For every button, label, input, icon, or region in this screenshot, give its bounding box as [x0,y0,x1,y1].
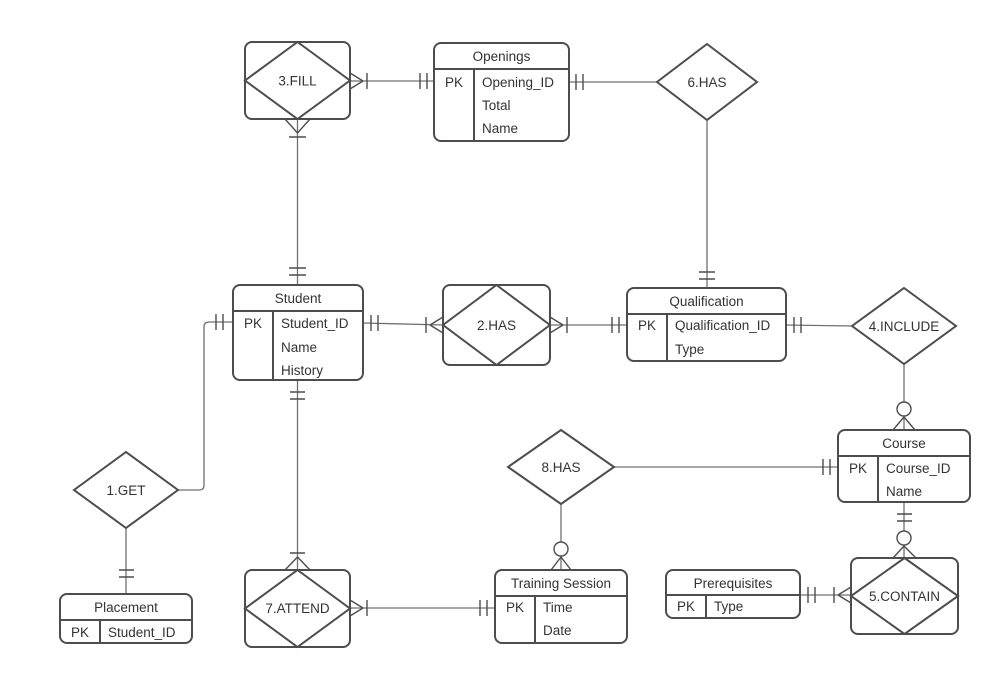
entity-title: Qualification [669,294,743,309]
relationship-label: 1.GET [106,483,145,498]
entity-student: Student PK Student_ID Name History [232,284,364,381]
attribute: Qualification_ID [675,318,771,333]
cardinality-zero-or-many-icon [892,401,916,431]
entity-title: Prerequisites [694,576,773,591]
cardinality-one-or-many-icon [425,316,444,334]
pk-label: PK [677,599,695,614]
relationship-diamond [655,42,759,122]
relationship-label: 5.CONTAIN [869,589,940,604]
entity-training-session: Training Session PK Time Date [494,569,628,644]
cardinality-one-and-only-one-icon [479,600,488,616]
entity-box [59,593,193,644]
relationship-has6: 6.HAS [655,42,759,122]
connector-get-student [178,321,233,491]
attribute: Total [482,98,511,113]
relationship-diamond [850,286,958,366]
pk-label: PK [638,318,656,333]
entity-openings: Openings PK Opening_ID Total Name [433,42,570,142]
relationship-diamond [243,568,352,649]
relationship-get: 1.GET [72,450,180,530]
pk-label: PK [244,316,262,331]
cardinality-one-and-only-one-icon [215,314,224,330]
cardinality-one-and-only-one-icon [289,267,306,276]
attribute: Student_ID [108,625,176,640]
relationship-diamond [72,450,180,530]
entity-qualification: Qualification PK Qualification_ID Type [626,287,787,362]
entity-prerequisites: Prerequisites PK Type [665,569,801,619]
relationship-include: 4.INCLUDE [850,286,958,366]
relationship-contain: 5.CONTAIN [849,556,960,636]
attribute: Time [543,600,573,615]
pk-label: PK [445,75,463,90]
connector-qualification-include [785,324,853,327]
cardinality-one-and-only-one-icon [290,391,305,400]
entity-box [232,284,364,381]
entity-title: Course [882,436,926,451]
relationship-fill: 3.FILL [243,40,352,121]
attribute: Opening_ID [482,75,554,90]
attribute: Student_ID [281,316,349,331]
entity-course: Course PK Course_ID Name [837,429,971,503]
relationship-label: 3.FILL [278,74,317,89]
cardinality-one-and-only-one-icon [370,315,379,331]
relationship-label: 7.ATTEND [265,601,330,616]
relationship-label: 6.HAS [687,75,726,90]
cardinality-one-and-only-one-icon [699,271,715,280]
relationship-label: 8.HAS [541,460,580,475]
cardinality-one-or-many-icon [349,599,368,617]
attribute: Type [714,599,743,614]
relationship-has2: 2.HAS [441,283,552,367]
entity-title: Placement [94,600,158,615]
cardinality-one-and-only-one-icon [897,513,912,522]
cardinality-one-or-many-icon [549,316,568,334]
relationship-label: 4.INCLUDE [869,319,940,334]
attribute: History [281,363,323,378]
cardinality-one-and-only-one-icon [611,317,620,333]
cardinality-one-and-only-one-icon [807,587,816,603]
cardinality-one-and-only-one-icon [575,74,584,90]
relationship-diamond [441,283,552,367]
relationship-diamond [849,556,960,636]
pk-label: PK [71,625,89,640]
entity-box [433,42,570,142]
entity-title: Training Session [511,576,611,591]
cardinality-zero-or-many-icon [892,530,917,559]
entity-placement: Placement PK Student_ID [59,593,193,644]
relationship-diamond [243,40,352,121]
cardinality-symbols [119,72,917,617]
attribute: Course_ID [886,461,951,476]
cardinality-one-and-only-one-icon [119,569,134,578]
entity-box [837,429,971,503]
relationship-attend: 7.ATTEND [243,568,352,649]
attribute: Date [543,623,572,638]
cardinality-one-or-many-icon [349,72,368,90]
relationship-has8: 8.HAS [506,428,616,506]
cardinality-zero-or-many-icon [550,541,572,571]
pk-label: PK [506,600,524,615]
relationship-diamond [506,428,616,506]
cardinality-one-or-many-icon [833,586,852,604]
cardinality-one-or-many-icon [284,552,311,571]
entity-title: Openings [473,49,531,64]
attribute: Name [482,121,518,136]
pk-label: PK [849,461,867,476]
connector-student-has2 [362,322,444,326]
attribute: Type [675,342,704,357]
attribute: Name [281,340,317,355]
relationship-label: 2.HAS [477,318,516,333]
entity-title: Student [275,291,322,306]
cardinality-one-and-only-one-icon [793,317,802,333]
cardinality-one-or-many-icon [284,118,311,138]
entity-box [494,569,628,644]
cardinality-one-and-only-one-icon [419,73,428,89]
attribute: Name [886,484,922,499]
cardinality-one-and-only-one-icon [822,459,831,475]
